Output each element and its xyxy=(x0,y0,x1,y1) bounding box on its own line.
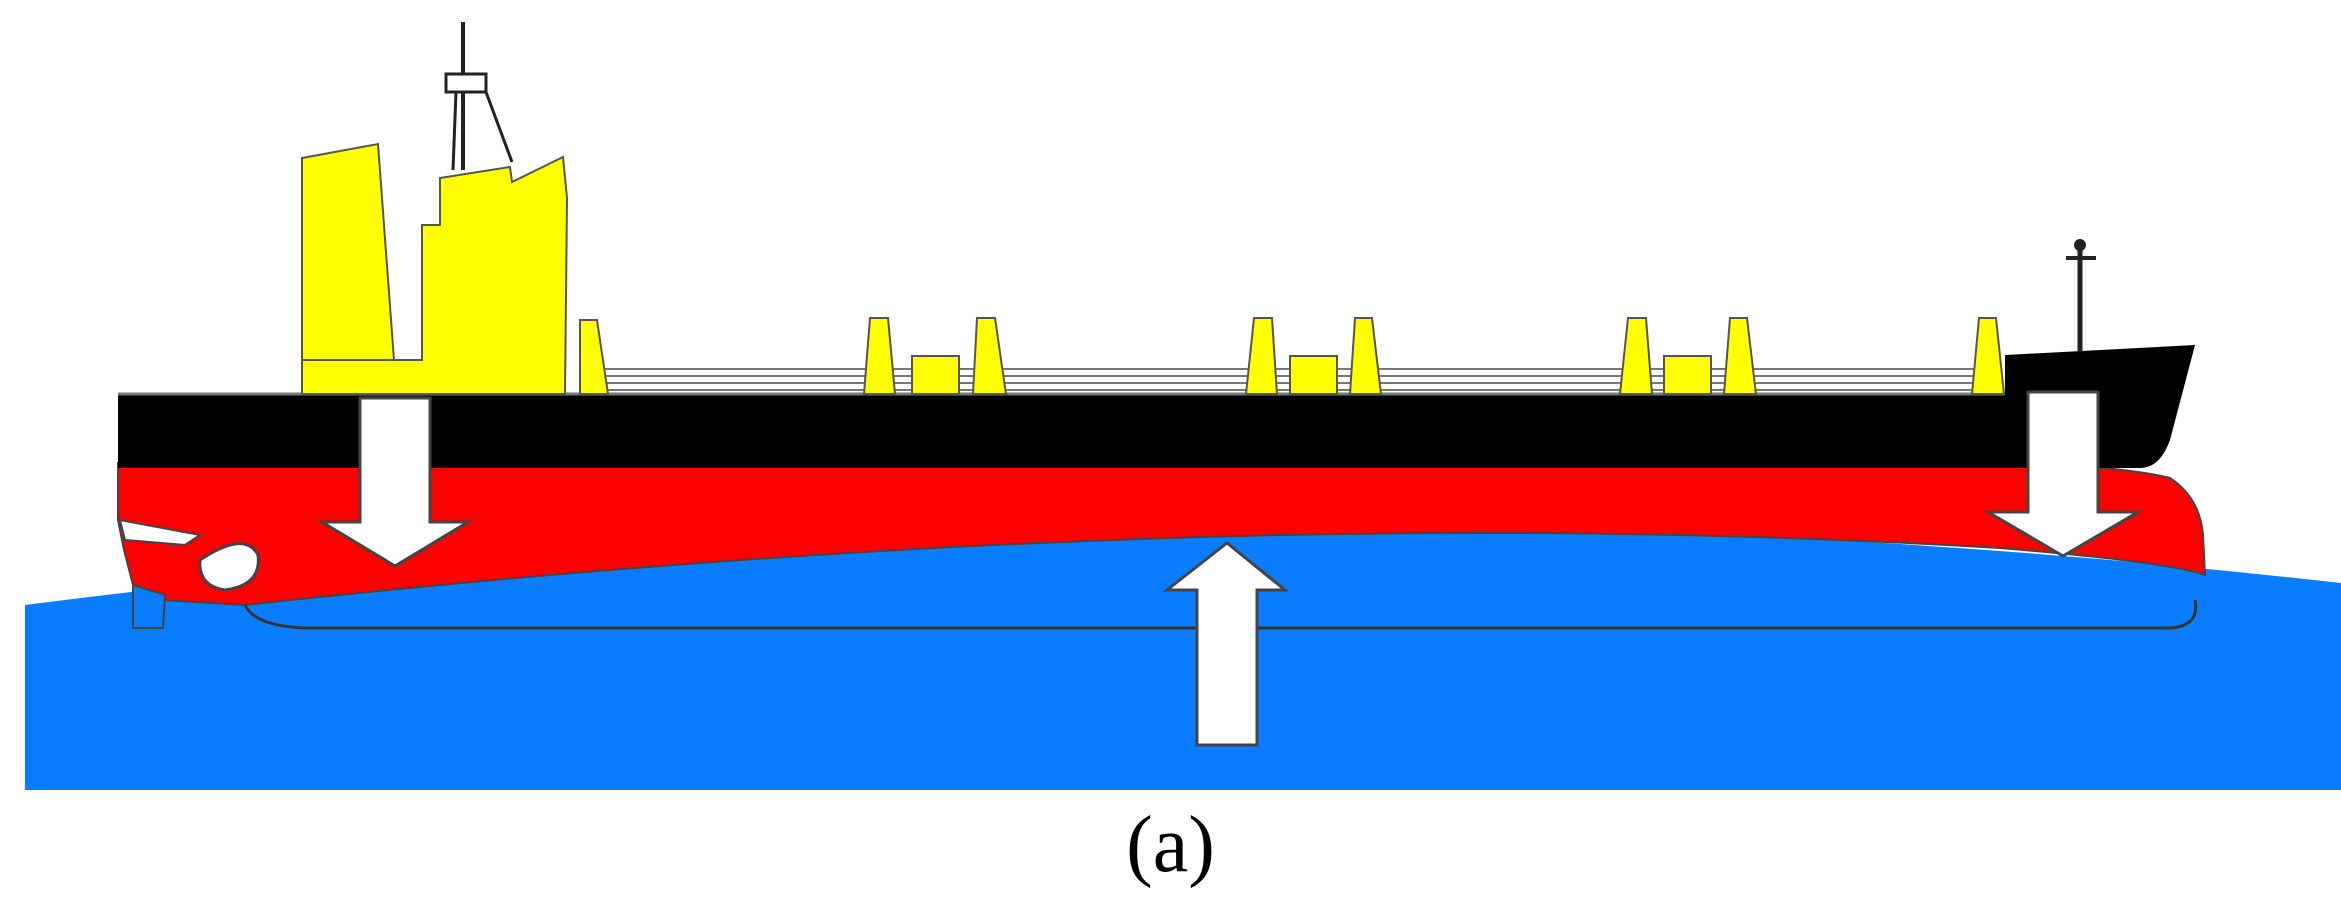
sea xyxy=(25,524,2341,790)
down-arrow-icon xyxy=(1982,390,2144,558)
superstructure xyxy=(301,22,569,395)
hull-red-band xyxy=(117,462,2207,624)
figure-caption: (a) xyxy=(1126,801,1215,889)
accommodation-block xyxy=(301,155,569,395)
mast-radar xyxy=(444,72,488,94)
funnel xyxy=(301,142,396,361)
up-arrow-icon xyxy=(1162,541,1290,747)
deck-rails xyxy=(597,368,1977,391)
rudder xyxy=(132,583,167,629)
foremast xyxy=(2066,239,2096,352)
down-arrow-icon xyxy=(316,396,474,568)
waterline-hull-outline xyxy=(243,599,2198,630)
hogging-ship-diagram xyxy=(25,22,2341,790)
hull-black-band xyxy=(118,345,2195,468)
deck-cranes xyxy=(579,317,2006,395)
propeller xyxy=(198,542,260,592)
propeller-blade xyxy=(118,518,203,547)
